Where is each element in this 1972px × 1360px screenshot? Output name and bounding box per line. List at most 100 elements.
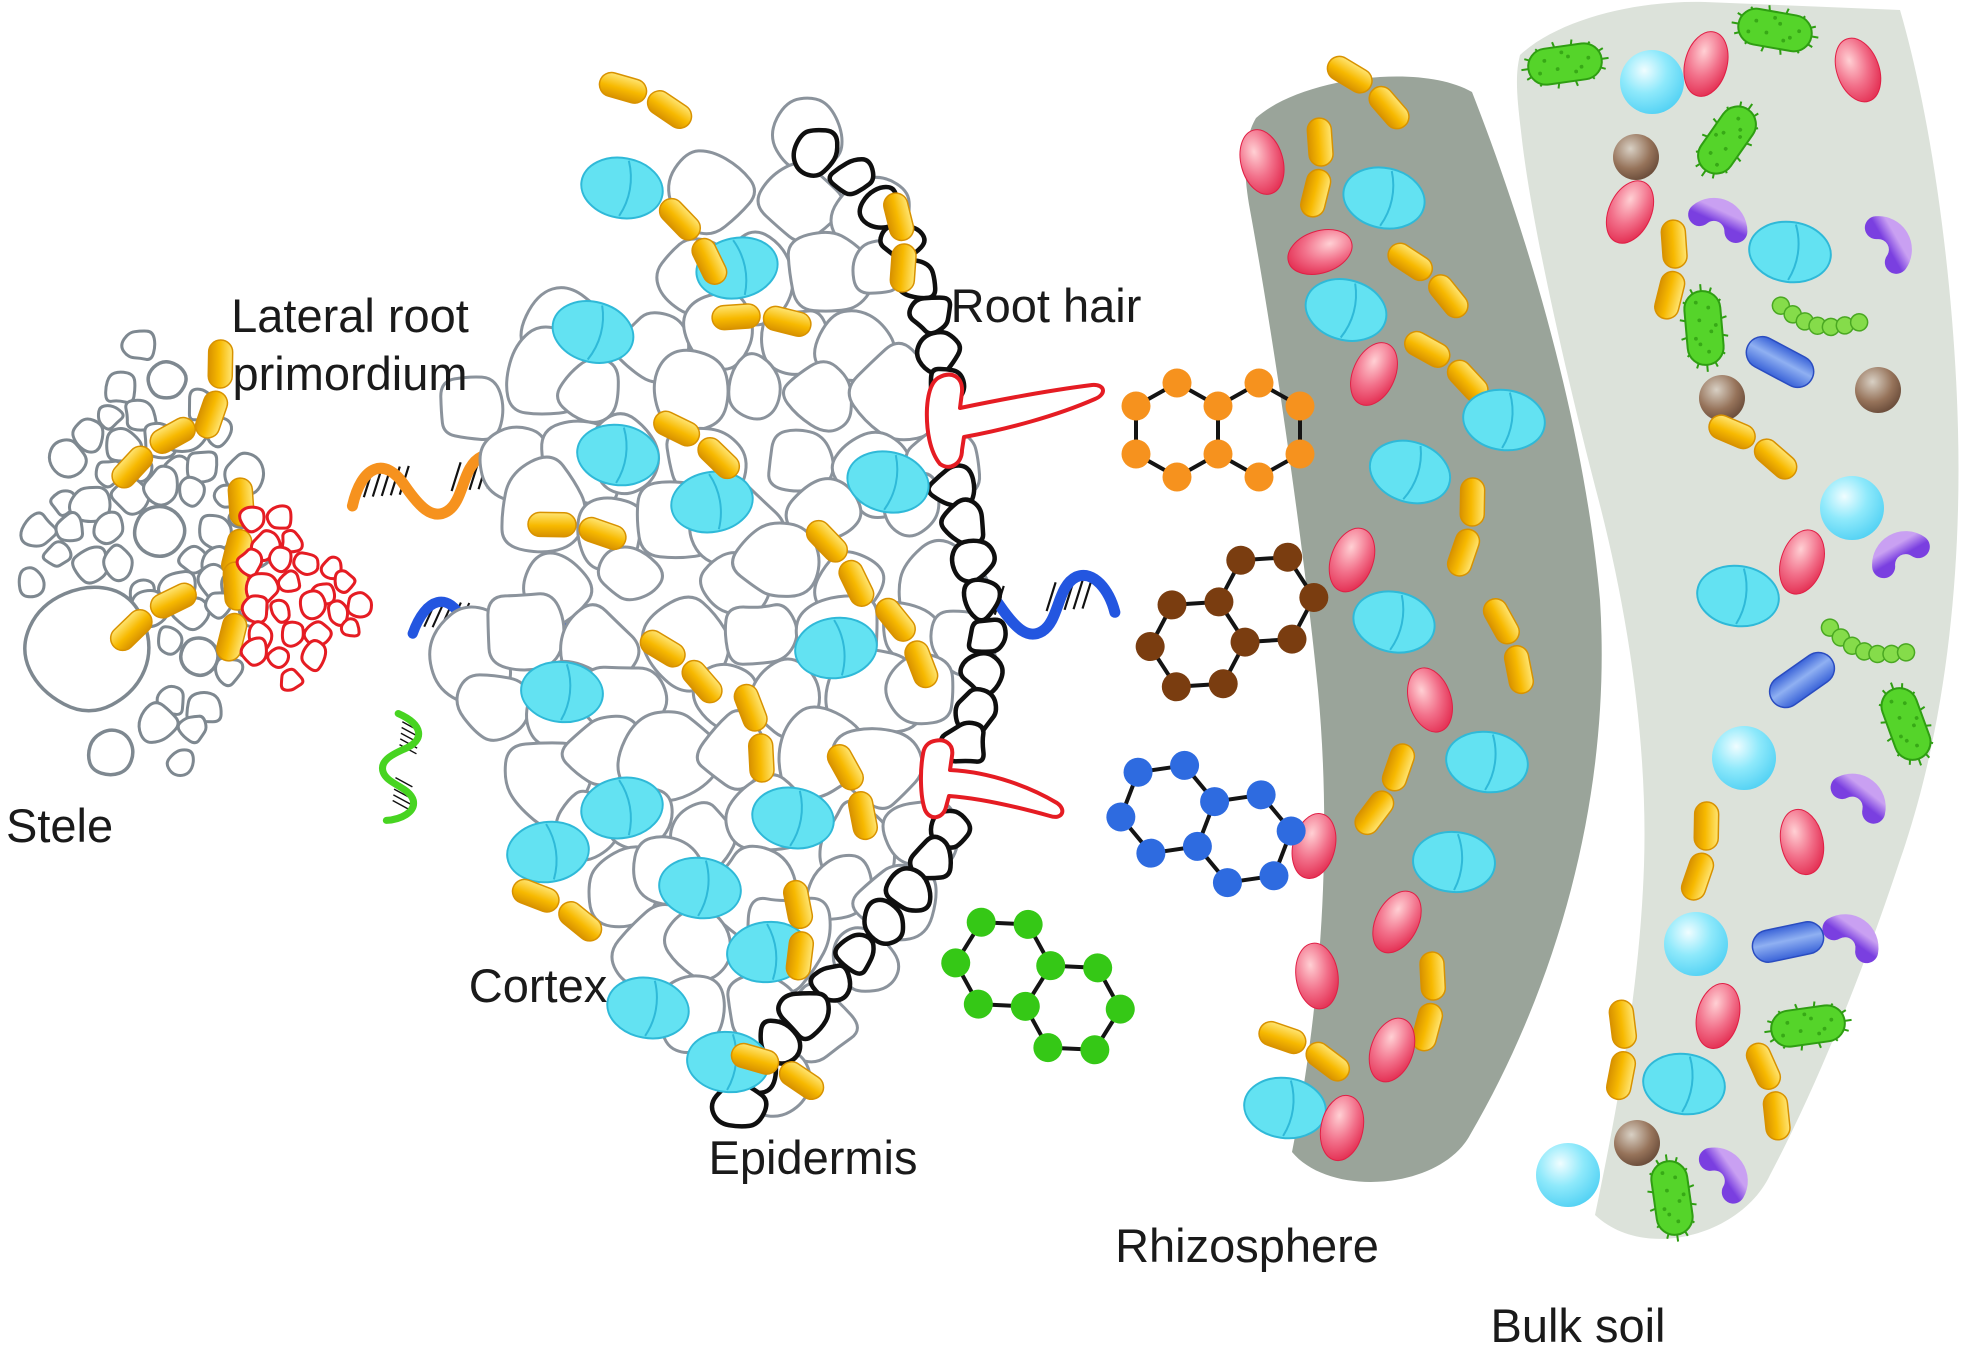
- molecule-atom: [1259, 861, 1289, 891]
- molecule-atom: [1106, 802, 1136, 832]
- bacterium-red-oval-icon: [1350, 342, 1398, 406]
- bacterium-yellow-chain-icon: [527, 511, 627, 551]
- bacterium-yellow-chain-icon: [598, 71, 693, 129]
- molecule-atom: [1136, 838, 1166, 868]
- plant-cell: [265, 504, 293, 530]
- plant-cell: [214, 656, 245, 688]
- molecule-atom: [1157, 590, 1187, 620]
- plant-cell: [17, 566, 46, 599]
- epidermis-label: Epidermis: [709, 1131, 918, 1184]
- bacterium-green-spiky-rod-icon: [1695, 101, 1759, 179]
- molecule-atom: [1182, 831, 1212, 861]
- lateral-root-primordium-label-line1: Lateral root: [231, 289, 469, 342]
- bacterium-red-oval-icon: [1287, 229, 1353, 275]
- hatch-line: [1072, 580, 1084, 610]
- bacterium-yellow-chain-icon: [883, 192, 917, 293]
- blue-exudate-molecule: [1106, 750, 1306, 898]
- plant-cell: [333, 569, 357, 594]
- bacterium-cyan-doublet-icon: [1445, 730, 1529, 794]
- stele-label: Stele: [6, 799, 113, 852]
- bacterium-cyan-doublet-icon: [606, 976, 690, 1040]
- molecule-atom: [1244, 462, 1274, 492]
- bacterium-green-spiky-rod-icon: [1521, 39, 1609, 89]
- plant-cell: [185, 691, 223, 724]
- bacterium-yellow-chain-icon: [875, 597, 939, 689]
- bacterium-blue-rod-icon: [1768, 651, 1836, 709]
- plant-cell: [727, 352, 782, 421]
- bacterium-yellow-chain-icon: [511, 878, 603, 942]
- brown-exudate-molecule: [1135, 542, 1329, 702]
- molecule-atom: [1203, 391, 1233, 421]
- molecule-atom: [1121, 391, 1151, 421]
- molecule-atom: [1277, 624, 1307, 654]
- bacterium-cyan-doublet-icon: [1642, 1052, 1726, 1116]
- plant-cell: [176, 714, 208, 745]
- bacterium-red-oval-icon: [1368, 1017, 1416, 1083]
- bacterium-cyan-sphere-icon: [1712, 726, 1776, 790]
- bacterium-green-spiky-rod-icon: [1679, 284, 1729, 372]
- bacterium-cyan-doublet-icon: [670, 470, 754, 534]
- molecule-atom: [963, 989, 993, 1019]
- bacterium-cyan-doublet-icon: [580, 156, 664, 220]
- epidermis-cell: [914, 329, 963, 377]
- plant-cell: [276, 569, 302, 593]
- stele-bacteria: [109, 339, 255, 662]
- plant-cell: [486, 592, 566, 672]
- bacterium-yellow-chain-icon: [1300, 117, 1334, 218]
- molecule-atom: [1135, 632, 1165, 662]
- root-hairs: [918, 372, 1105, 820]
- bacterium-cyan-doublet-icon: [506, 820, 590, 884]
- plant-cell: [346, 591, 374, 619]
- plant-cell: [596, 545, 664, 602]
- molecule-atom: [1212, 868, 1242, 898]
- molecule-atom: [1226, 545, 1256, 575]
- bacterium-green-spiky-rod-icon: [1764, 1001, 1852, 1051]
- hatch-line: [450, 462, 462, 492]
- bacterium-cyan-doublet-icon: [1368, 439, 1452, 505]
- bacterium-red-oval-icon: [1328, 527, 1376, 593]
- bacterium-yellow-chain-icon: [1446, 477, 1486, 577]
- bacterium-yellow-chain-icon: [111, 416, 196, 489]
- bacterium-cyan-doublet-icon: [1412, 830, 1496, 894]
- bacterium-purple-bean-icon: [1830, 773, 1886, 824]
- bacterium-yellow-chain-icon: [826, 744, 879, 841]
- plant-cell: [92, 510, 125, 546]
- plant-cell: [240, 594, 269, 625]
- bacterium-red-oval-icon: [1407, 667, 1453, 733]
- bacterium-purple-bean-icon: [1822, 914, 1879, 964]
- plant-cell: [731, 521, 821, 598]
- bacterium-red-oval-icon: [1372, 890, 1422, 954]
- xylem-vessel: [179, 636, 220, 678]
- molecule-atom: [1204, 587, 1234, 617]
- orange-exudate-molecule: [1121, 368, 1315, 492]
- bacterium-yellow-chain-icon: [658, 197, 728, 285]
- bacterium-purple-bean-icon: [1864, 216, 1912, 274]
- bacterium-cyan-sphere-icon: [1536, 1143, 1600, 1207]
- bacterium-brown-sphere-icon: [1614, 1120, 1660, 1166]
- bacterium-brown-sphere-icon: [1613, 134, 1659, 180]
- bacterium-red-oval-icon: [1295, 942, 1339, 1010]
- plant-cell: [280, 620, 305, 648]
- plant-cell: [455, 673, 531, 742]
- epidermis-cell: [939, 497, 986, 547]
- bacterium-cyan-sphere-icon: [1664, 912, 1728, 976]
- xylem-vessel: [23, 585, 151, 713]
- epidermis-cell: [883, 866, 933, 913]
- bacterium-cyan-doublet-icon: [576, 423, 660, 487]
- bacterium-cyan-doublet-icon: [1304, 278, 1388, 342]
- bacterium-green-spiky-rod-icon: [1878, 682, 1934, 766]
- bacterium-cyan-sphere-icon: [1820, 476, 1884, 540]
- bacterium-green-chain-icon: [1771, 296, 1869, 337]
- plant-cell: [47, 438, 88, 479]
- cortex-label: Cortex: [469, 959, 607, 1012]
- molecule-atom: [1013, 909, 1043, 939]
- bacterium-yellow-chain-icon: [653, 410, 741, 480]
- bacterium-cyan-sphere-icon: [1620, 50, 1684, 114]
- molecule-atom: [1010, 991, 1040, 1021]
- cortex-endophytes: [506, 71, 939, 1100]
- bacterium-blue-rod-icon: [1751, 921, 1825, 963]
- plant-cell: [267, 545, 293, 574]
- plant-cell: [723, 603, 799, 666]
- epidermis-cell: [862, 897, 906, 946]
